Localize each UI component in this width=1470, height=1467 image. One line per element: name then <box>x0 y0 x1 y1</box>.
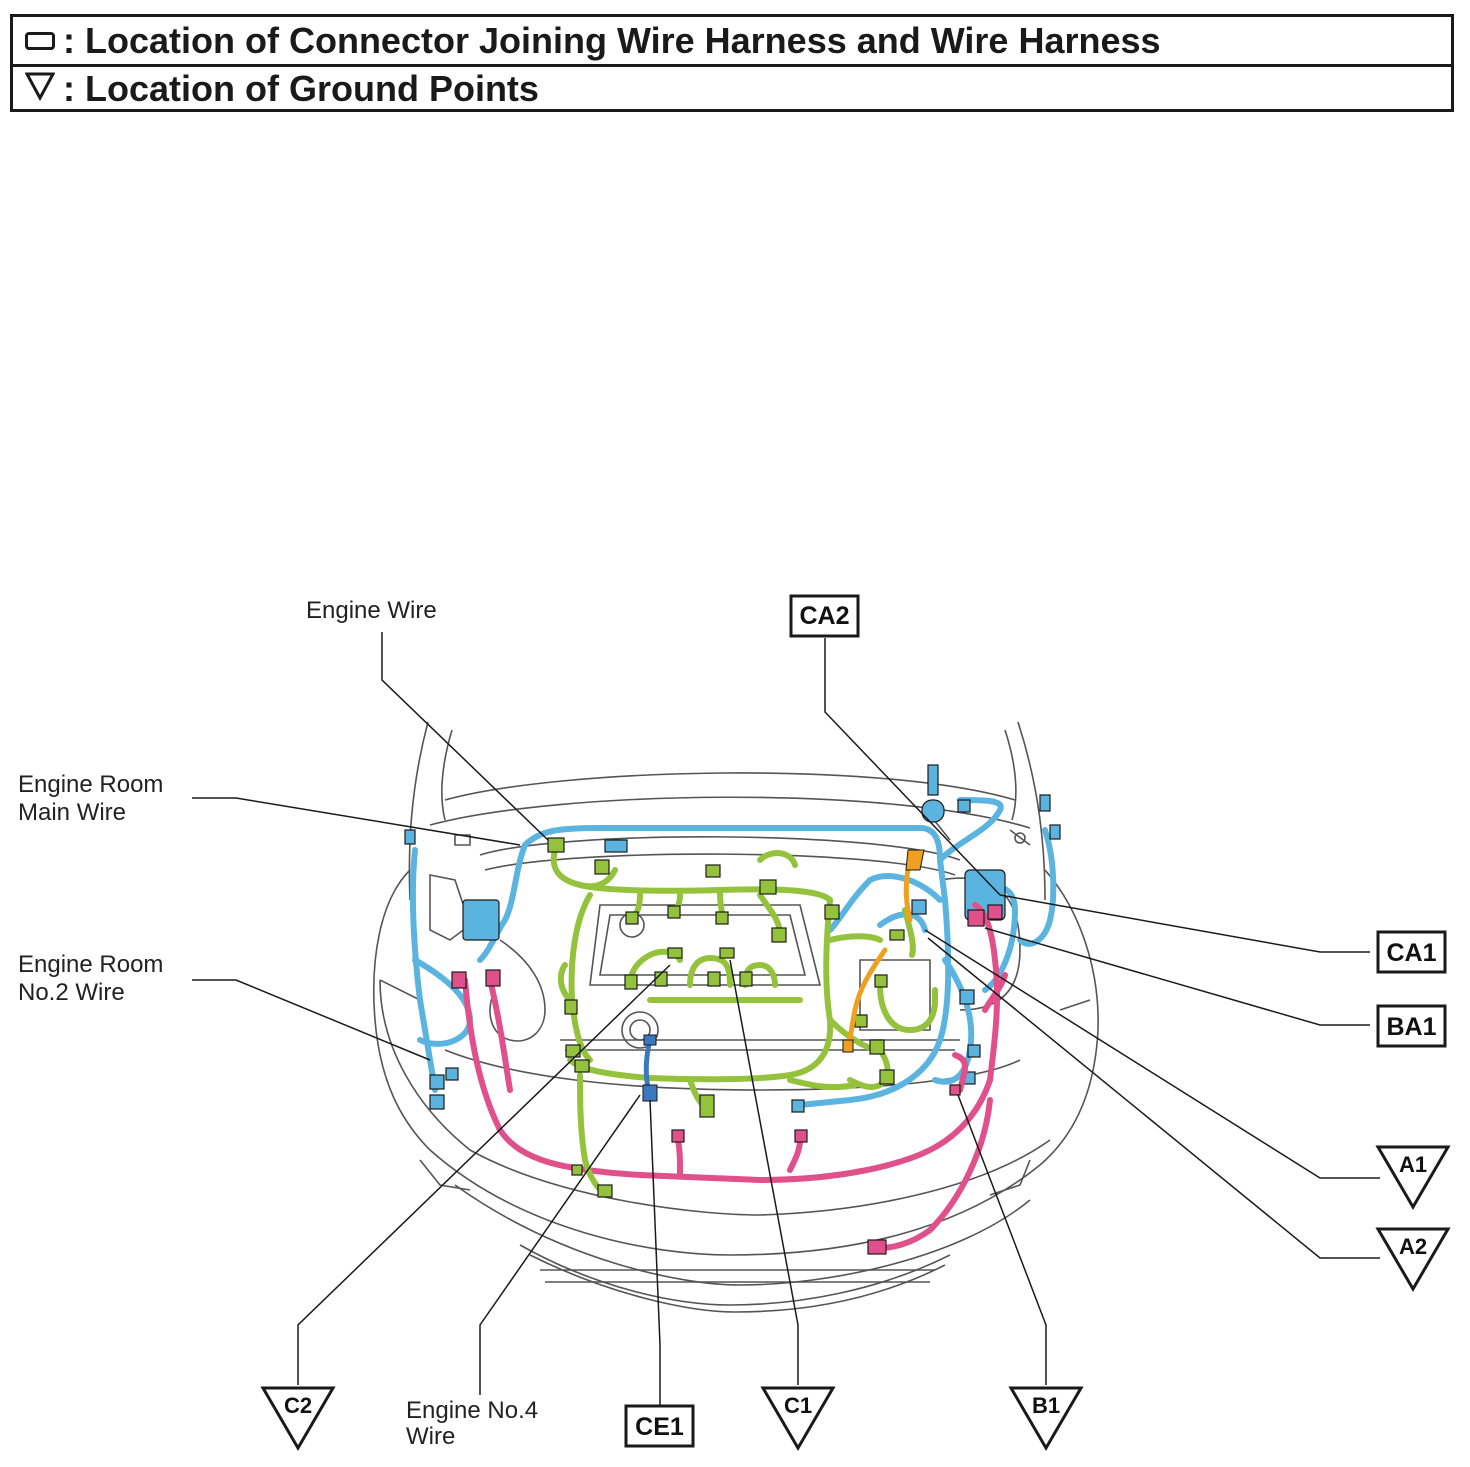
label-engine-no4-line1: Engine No.4 <box>406 1397 538 1424</box>
code-b1: B1 <box>1032 1393 1060 1418</box>
code-ca2: CA2 <box>799 602 849 630</box>
leader-engine-wire <box>381 632 549 841</box>
label-engine-room-main-line1: Engine Room <box>18 771 163 798</box>
code-a1: A1 <box>1399 1152 1427 1177</box>
legend: : Location of Connector Joining Wire Har… <box>10 14 1454 112</box>
leader-ca1 <box>999 894 1370 953</box>
leader-engine-room-main <box>192 797 521 846</box>
leader-ca2 <box>824 638 1001 896</box>
leader-engine-no4 <box>479 1094 641 1395</box>
leader-ce1 <box>649 1099 661 1405</box>
connector-code-ba1: BA1 <box>1376 1004 1447 1048</box>
connector-box-icon <box>25 31 55 50</box>
no2-wire-connectors <box>451 904 1003 1255</box>
label-engine-room-no2-line2: No.2 Wire <box>18 979 125 1006</box>
label-engine-wire: Engine Wire <box>306 597 437 624</box>
code-c1: C1 <box>784 1393 812 1418</box>
leader-lines <box>192 632 1380 1405</box>
legend-ground-text: : Location of Ground Points <box>63 67 539 109</box>
code-ba1: BA1 <box>1386 1013 1436 1041</box>
code-c2: C2 <box>284 1393 312 1418</box>
code-ca1: CA1 <box>1386 939 1436 967</box>
ground-point-c2: C2 <box>260 1386 336 1451</box>
engine-no4-connectors <box>642 1034 658 1102</box>
legend-row-ground: : Location of Ground Points <box>13 65 1451 112</box>
label-engine-room-main-line2: Main Wire <box>18 799 126 826</box>
connector-code-ca2: CA2 <box>789 594 860 638</box>
ground-point-b1: B1 <box>1008 1386 1084 1451</box>
engine-wire-connectors <box>547 837 905 1198</box>
ground-point-a1: A1 <box>1375 1145 1451 1210</box>
engine-room-no2-wire-harness <box>462 902 1008 1251</box>
leader-engine-room-no2 <box>192 979 431 1061</box>
ground-point-c1: C1 <box>760 1386 836 1451</box>
car-body-outline <box>372 721 1099 1313</box>
leader-c1 <box>729 959 799 1385</box>
leader-a2 <box>927 937 1380 1259</box>
leader-b1 <box>957 1094 1047 1385</box>
connector-code-ca1: CA1 <box>1376 930 1447 974</box>
legend-row-connector: : Location of Connector Joining Wire Har… <box>13 17 1451 67</box>
code-ce1: CE1 <box>635 1413 684 1441</box>
code-a2: A2 <box>1399 1234 1427 1259</box>
orange-connectors <box>842 849 925 1053</box>
ground-triangle-icon <box>24 71 56 106</box>
label-engine-no4-line2: Wire <box>406 1423 455 1450</box>
label-engine-room-no2-line1: Engine Room <box>18 951 163 978</box>
legend-connector-text: : Location of Connector Joining Wire Har… <box>63 19 1161 61</box>
ground-point-a2: A2 <box>1375 1227 1451 1292</box>
leader-a1 <box>924 929 1380 1179</box>
leader-ba1 <box>984 927 1370 1026</box>
connector-code-ce1: CE1 <box>624 1404 695 1448</box>
leader-c2 <box>297 964 671 1385</box>
